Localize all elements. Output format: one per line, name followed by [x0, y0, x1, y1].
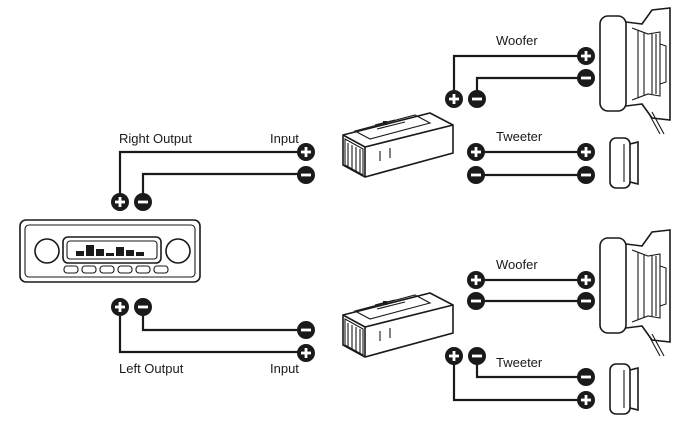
right-output-label: Right Output [119, 131, 192, 146]
woofer-bottom [599, 229, 671, 357]
tweeter-bottom-out-minus-icon [468, 347, 486, 365]
tweeter-top-out-minus-icon [467, 166, 485, 184]
tweeter-top-minus-icon [577, 166, 595, 184]
woofer-bottom-minus-icon [577, 292, 595, 310]
input-bottom-plus-icon [297, 344, 315, 362]
tweeter-bottom [609, 363, 639, 415]
right-output-plus-icon [111, 193, 129, 211]
tweeter-top-plus-icon [577, 143, 595, 161]
left-output-minus-icon [134, 298, 152, 316]
tweeter-top-label: Tweeter [496, 129, 543, 144]
input-bottom-minus-icon [297, 321, 315, 339]
left-output-label: Left Output [119, 361, 184, 376]
woofer-top-out-plus-icon [445, 90, 463, 108]
left-output-plus-icon [111, 298, 129, 316]
tweeter-bottom-plus-icon [577, 391, 595, 409]
woofer-top-minus-icon [577, 69, 595, 87]
input-bottom-label: Input [270, 361, 299, 376]
input-top-minus-icon [297, 166, 315, 184]
input-top-plus-icon [297, 143, 315, 161]
woofer-top-label: Woofer [496, 33, 538, 48]
tweeter-top [609, 137, 639, 189]
woofer-bottom-label: Woofer [496, 257, 538, 272]
tweeter-bottom-label: Tweeter [496, 355, 543, 370]
equalizer-bars-icon [76, 245, 144, 256]
tweeter-bottom-minus-icon [577, 368, 595, 386]
woofer-bottom-out-minus-icon [467, 292, 485, 310]
right-output-minus-icon [134, 193, 152, 211]
woofer-top-plus-icon [577, 47, 595, 65]
woofer-top-out-minus-icon [468, 90, 486, 108]
input-top-label: Input [270, 131, 299, 146]
tweeter-bottom-out-plus-icon [445, 347, 463, 365]
woofer-top [599, 7, 671, 135]
woofer-bottom-out-plus-icon [467, 271, 485, 289]
stereo-buttons [63, 265, 169, 274]
crossover-top [342, 112, 454, 178]
car-stereo-head-unit [19, 219, 201, 283]
woofer-bottom-plus-icon [577, 271, 595, 289]
crossover-bottom [342, 292, 454, 358]
tweeter-top-out-plus-icon [467, 143, 485, 161]
